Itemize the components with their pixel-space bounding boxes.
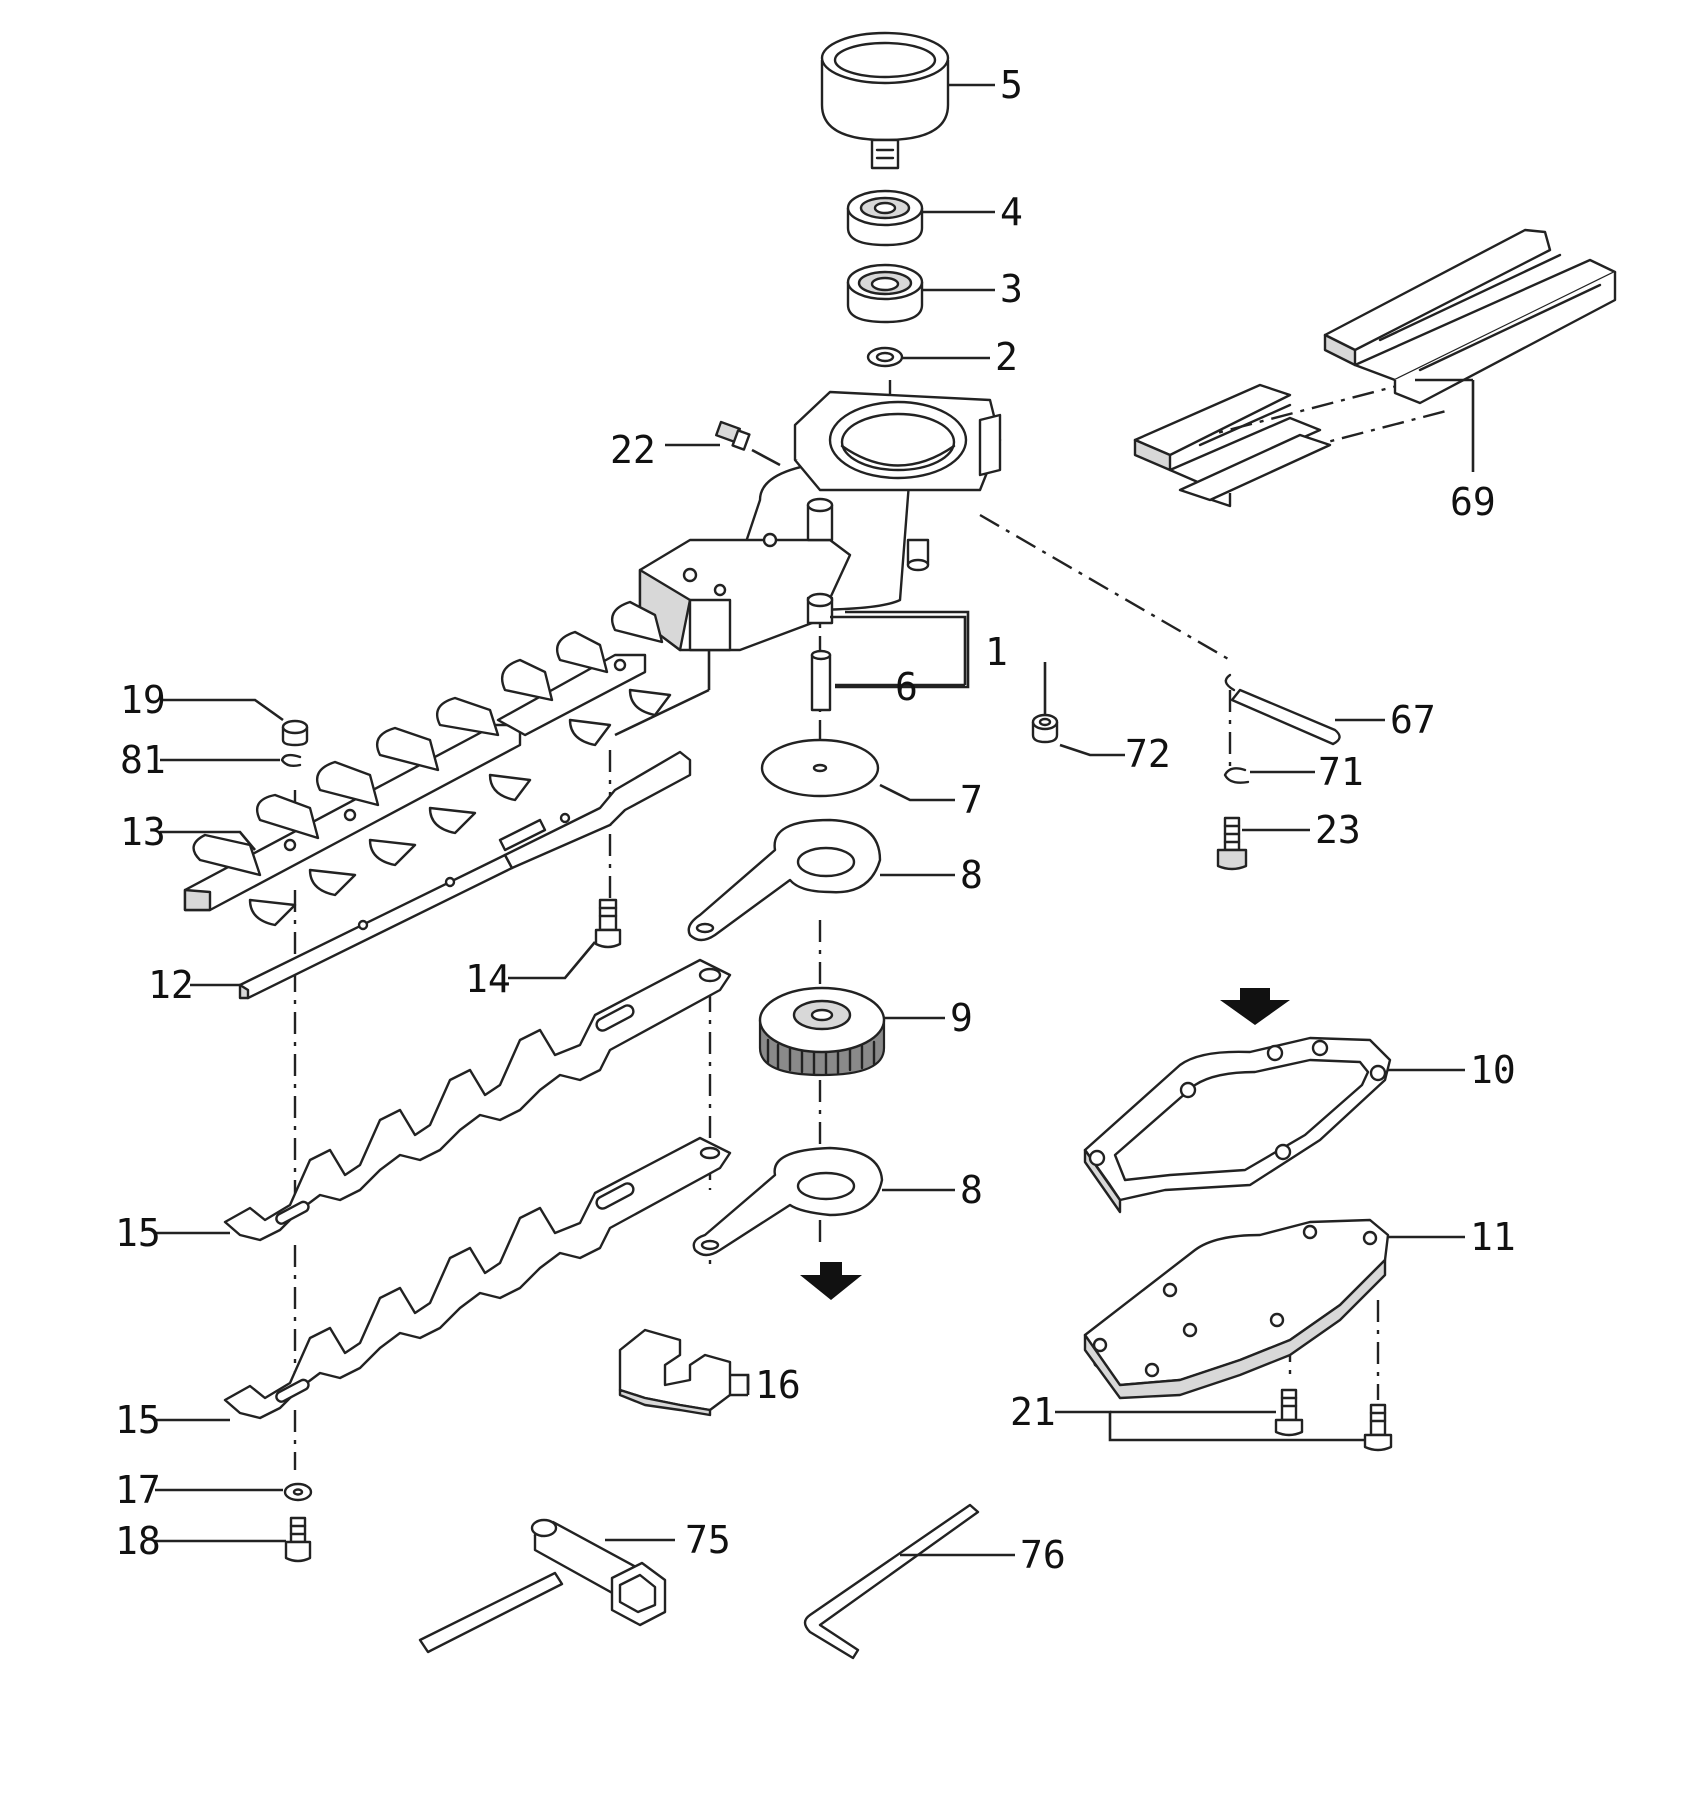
part-72-nut (1031, 713, 1059, 744)
label-15-lower: 15 (115, 1398, 161, 1442)
part-15-blade-lower (223, 1136, 732, 1420)
part-76-hex-key (803, 1503, 980, 1660)
label-9: 9 (950, 996, 973, 1040)
label-71: 71 (1318, 750, 1364, 794)
part-4-bearing (846, 189, 924, 247)
part-8-connecting-rod-upper (687, 818, 882, 942)
label-16: 16 (755, 1363, 801, 1407)
label-2: 2 (995, 335, 1018, 379)
part-6-pin (810, 649, 832, 712)
part-16-block (618, 1328, 732, 1417)
label-10: 10 (1470, 1048, 1516, 1092)
label-69: 69 (1450, 480, 1496, 524)
arrow-down-icon (800, 1262, 862, 1300)
part-14-bolt (594, 898, 622, 949)
part-7-disc (760, 738, 880, 798)
part-11-cover-plate (1083, 1218, 1390, 1400)
label-15-upper: 15 (115, 1211, 161, 1255)
label-19: 19 (120, 678, 166, 722)
part-1-gear-housing (638, 390, 1002, 652)
part-69-blade-sheath (1133, 228, 1617, 508)
label-81: 81 (120, 738, 166, 782)
direction-arrows (800, 988, 1290, 1300)
label-22: 22 (610, 428, 656, 472)
label-4: 4 (1000, 190, 1023, 234)
label-6: 6 (895, 665, 918, 709)
label-8-lower: 8 (960, 1168, 983, 1212)
label-7: 7 (960, 778, 983, 822)
label-8-upper: 8 (960, 853, 983, 897)
label-12: 12 (148, 963, 194, 1007)
part-12-blade-bar (238, 750, 692, 1000)
part-67-rod (1224, 673, 1341, 746)
label-76: 76 (1020, 1533, 1066, 1577)
label-14: 14 (465, 957, 511, 1001)
part-5-cup (820, 31, 950, 170)
label-1: 1 (985, 630, 1008, 674)
part-13-blade-guard (183, 600, 672, 927)
part-10-gasket (1083, 1036, 1392, 1214)
label-23: 23 (1315, 808, 1361, 852)
label-67: 67 (1390, 698, 1436, 742)
part-9-gear (758, 986, 886, 1077)
label-72: 72 (1125, 732, 1171, 776)
label-3: 3 (1000, 267, 1023, 311)
part-71-clip (1223, 767, 1250, 784)
part-23-bolt (1216, 816, 1248, 871)
label-5: 5 (1000, 63, 1023, 107)
arrow-down-icon (1220, 988, 1290, 1025)
label-18: 18 (115, 1519, 161, 1563)
part-81-washer (280, 753, 302, 768)
label-17: 17 (115, 1468, 161, 1512)
label-21: 21 (1010, 1390, 1056, 1434)
label-11: 11 (1470, 1215, 1516, 1259)
part-8-connecting-rod-lower (692, 1146, 884, 1257)
callout-labels: 5 4 3 2 22 69 1 6 19 81 13 72 67 71 7 23… (115, 63, 1516, 1577)
part-19-nut (281, 719, 309, 747)
part-22-grease-fitting (715, 420, 781, 467)
label-13: 13 (120, 810, 166, 854)
part-2-washer (866, 346, 904, 368)
leader-lines (155, 83, 1475, 1557)
part-75-box-wrench (418, 1518, 667, 1654)
label-75: 75 (685, 1518, 731, 1562)
part-15-blade-upper (223, 958, 732, 1242)
part-18-bolt (284, 1516, 312, 1563)
part-21-screws (1274, 1388, 1393, 1452)
part-3-bearing (846, 263, 924, 324)
part-17-washer (283, 1482, 313, 1502)
